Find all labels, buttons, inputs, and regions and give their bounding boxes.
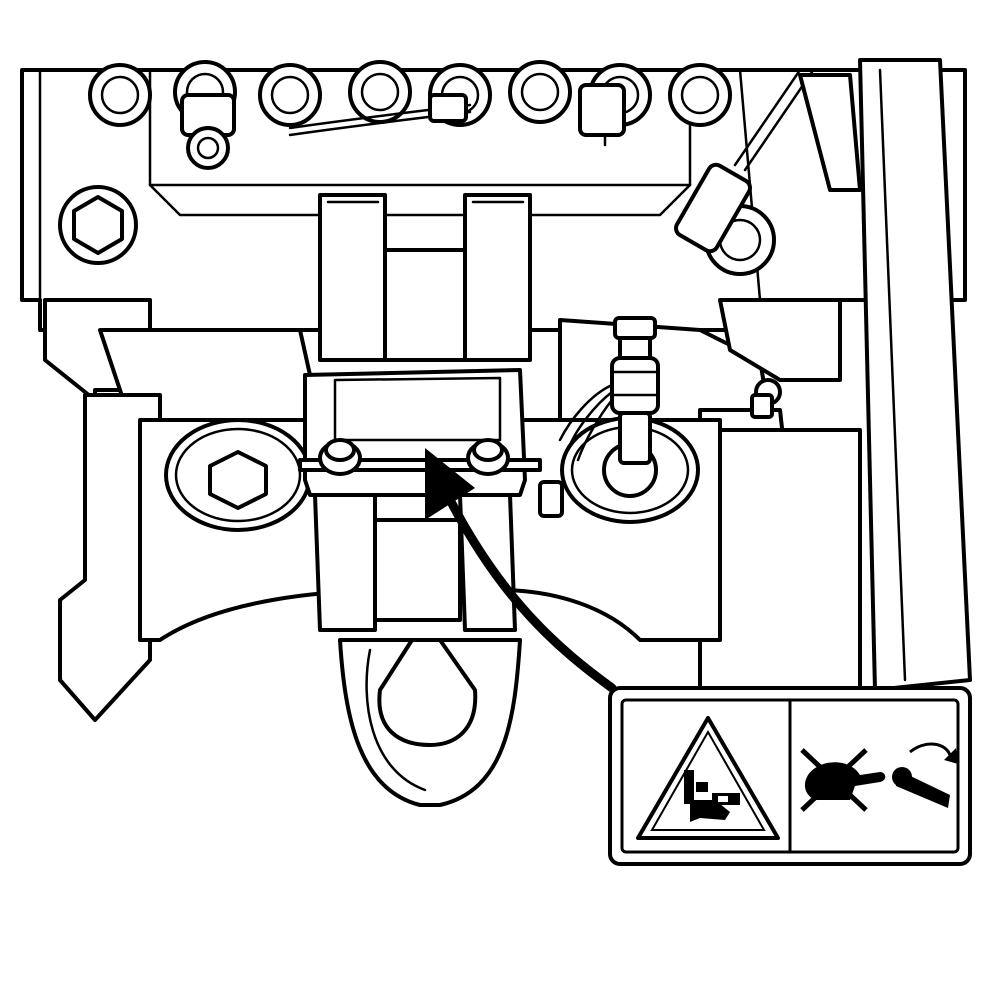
left-outer-arm [58, 393, 162, 722]
bracket-pillars [318, 193, 532, 362]
left-mount-bolt [58, 185, 138, 265]
brake-switch-sensor [558, 316, 782, 465]
pedal-end-cap [338, 638, 522, 807]
callout-arrow [425, 448, 617, 693]
upper-wire-harness [288, 83, 626, 147]
pedal-press-icon [892, 742, 958, 808]
mid-body [43, 298, 842, 432]
bracket-bolts [298, 438, 564, 518]
steering-column-bar [858, 58, 972, 692]
right-outer-arm [698, 408, 862, 692]
right-tapered-bracket [798, 73, 862, 192]
warning-label [608, 686, 972, 866]
bracket-plate [303, 368, 527, 497]
top-sensor-plug [180, 93, 236, 170]
right-connector [674, 68, 814, 254]
no-hand-icon [800, 748, 886, 812]
crush-hazard-triangle-icon [636, 716, 780, 840]
left-pivot-boss [164, 418, 312, 532]
